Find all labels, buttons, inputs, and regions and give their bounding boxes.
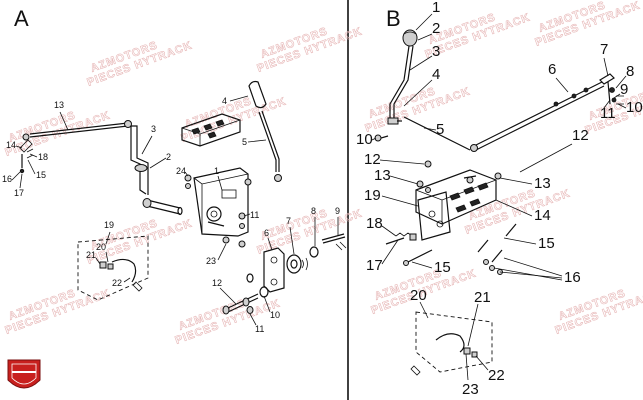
callout-label: 23 — [206, 256, 216, 266]
callout-label: 10 — [356, 131, 373, 148]
part-shift-arm — [130, 125, 183, 216]
watermark-group: AZMOTORS PIECES HYTRACK AZMOTORS PIECES … — [3, 0, 643, 347]
callout-label: 3 — [151, 124, 156, 134]
callout-label: 4 — [432, 66, 440, 83]
callout-label: 22 — [112, 278, 122, 288]
callout-label: 8 — [311, 206, 316, 216]
part-spring-pin — [385, 232, 417, 245]
callout-label: 19 — [104, 220, 114, 230]
watermark-stamp: AZMOTORS PIECES HYTRACK — [85, 39, 194, 89]
callout-label: 12 — [572, 127, 589, 144]
panel-a-callouts: 1 2 3 4 5 6 7 8 9 10 11 11 12 1 — [2, 95, 340, 334]
callout-label: 23 — [462, 381, 479, 398]
callout-label: 24 — [176, 166, 186, 176]
callout-label: 14 — [534, 207, 551, 224]
callout-label: 17 — [14, 188, 24, 198]
callout-label: 3 — [432, 43, 440, 60]
callout-label: 2 — [432, 20, 440, 37]
callout-label: 9 — [335, 206, 340, 216]
part-lower-bolt — [222, 273, 269, 315]
part-long-bolts — [403, 223, 517, 275]
callout-label: 15 — [538, 235, 555, 252]
part-bolt-top — [374, 134, 389, 142]
part-mount-bracket — [193, 167, 249, 237]
part-cable-assembly — [77, 235, 149, 301]
callout-label: 4 — [222, 96, 227, 106]
part-cable-assembly-b — [410, 311, 493, 376]
panel-b-callouts: 1 2 3 4 5 6 7 8 9 10 10 11 12 1 — [356, 0, 643, 398]
callout-label: 1 — [214, 166, 219, 176]
callout-label: 15 — [36, 170, 46, 180]
callout-label: 18 — [38, 152, 48, 162]
callout-label: 21 — [86, 250, 96, 260]
callout-label: 1 — [432, 0, 440, 16]
callout-label: 2 — [166, 152, 171, 162]
callout-label: 20 — [96, 242, 106, 252]
part-pin — [321, 233, 347, 251]
part-shift-lever — [258, 110, 282, 182]
callout-label: 14 — [6, 140, 16, 150]
callout-label: 11 — [600, 105, 616, 122]
part-bracket-plate — [417, 191, 451, 241]
callout-label: 8 — [626, 63, 634, 80]
part-shift-lever-b — [387, 45, 414, 125]
watermark-stamp: AZMOTORS PIECES HYTRACK — [173, 297, 282, 347]
callout-label: 20 — [410, 287, 427, 304]
panel-b: B — [356, 0, 643, 398]
part-shift-knob-b — [402, 29, 418, 47]
callout-label: 22 — [488, 367, 505, 384]
callout-label: 13 — [54, 100, 64, 110]
watermark-stamp: AZMOTORS PIECES HYTRACK — [255, 25, 364, 75]
callout-label: 18 — [366, 215, 383, 232]
callout-label: 10 — [626, 99, 643, 116]
callout-label: 11 — [250, 210, 259, 220]
callout-label: 7 — [286, 216, 291, 226]
watermark-stamp: AZMOTORS PIECES HYTRACK — [255, 207, 364, 257]
part-linkage-rod-b — [403, 81, 605, 152]
part-bolts — [184, 174, 252, 248]
panel-a: A — [2, 6, 347, 389]
callout-label: 6 — [264, 228, 269, 238]
watermark-stamp: AZMOTORS PIECES HYTRACK — [363, 85, 472, 135]
watermark-stamp: AZMOTORS PIECES HYTRACK — [463, 187, 572, 237]
panel-a-label: A — [14, 6, 29, 31]
brand-logo — [7, 359, 41, 389]
callout-label: 9 — [620, 81, 628, 98]
watermark-stamp: AZMOTORS PIECES HYTRACK — [3, 287, 112, 337]
callout-label: 5 — [242, 137, 247, 147]
callout-label: 15 — [434, 259, 451, 276]
callout-label: 19 — [364, 187, 381, 204]
callout-label: 16 — [2, 174, 12, 184]
callout-label: 16 — [564, 269, 581, 286]
part-pivot-plate — [263, 247, 285, 293]
part-linkage-rod — [19, 120, 132, 174]
callout-label: 6 — [548, 61, 556, 78]
part-shift-knob — [248, 80, 267, 109]
callout-label: 11 — [255, 324, 264, 334]
callout-label: 5 — [436, 121, 444, 138]
callout-label: 13 — [374, 167, 391, 184]
part-shift-gate — [181, 113, 241, 147]
watermark-stamp: AZMOTORS PIECES HYTRACK — [533, 0, 642, 49]
callout-label: 21 — [474, 289, 491, 306]
callout-label: 12 — [364, 151, 381, 168]
panel-b-label: B — [386, 6, 401, 31]
callout-label: 12 — [212, 278, 222, 288]
part-bolts-b — [416, 160, 502, 193]
callout-label: 10 — [270, 310, 280, 320]
callout-label: 13 — [534, 175, 551, 192]
callout-label: 7 — [600, 41, 608, 58]
callout-label: 17 — [366, 257, 383, 274]
part-bushing — [286, 246, 319, 274]
